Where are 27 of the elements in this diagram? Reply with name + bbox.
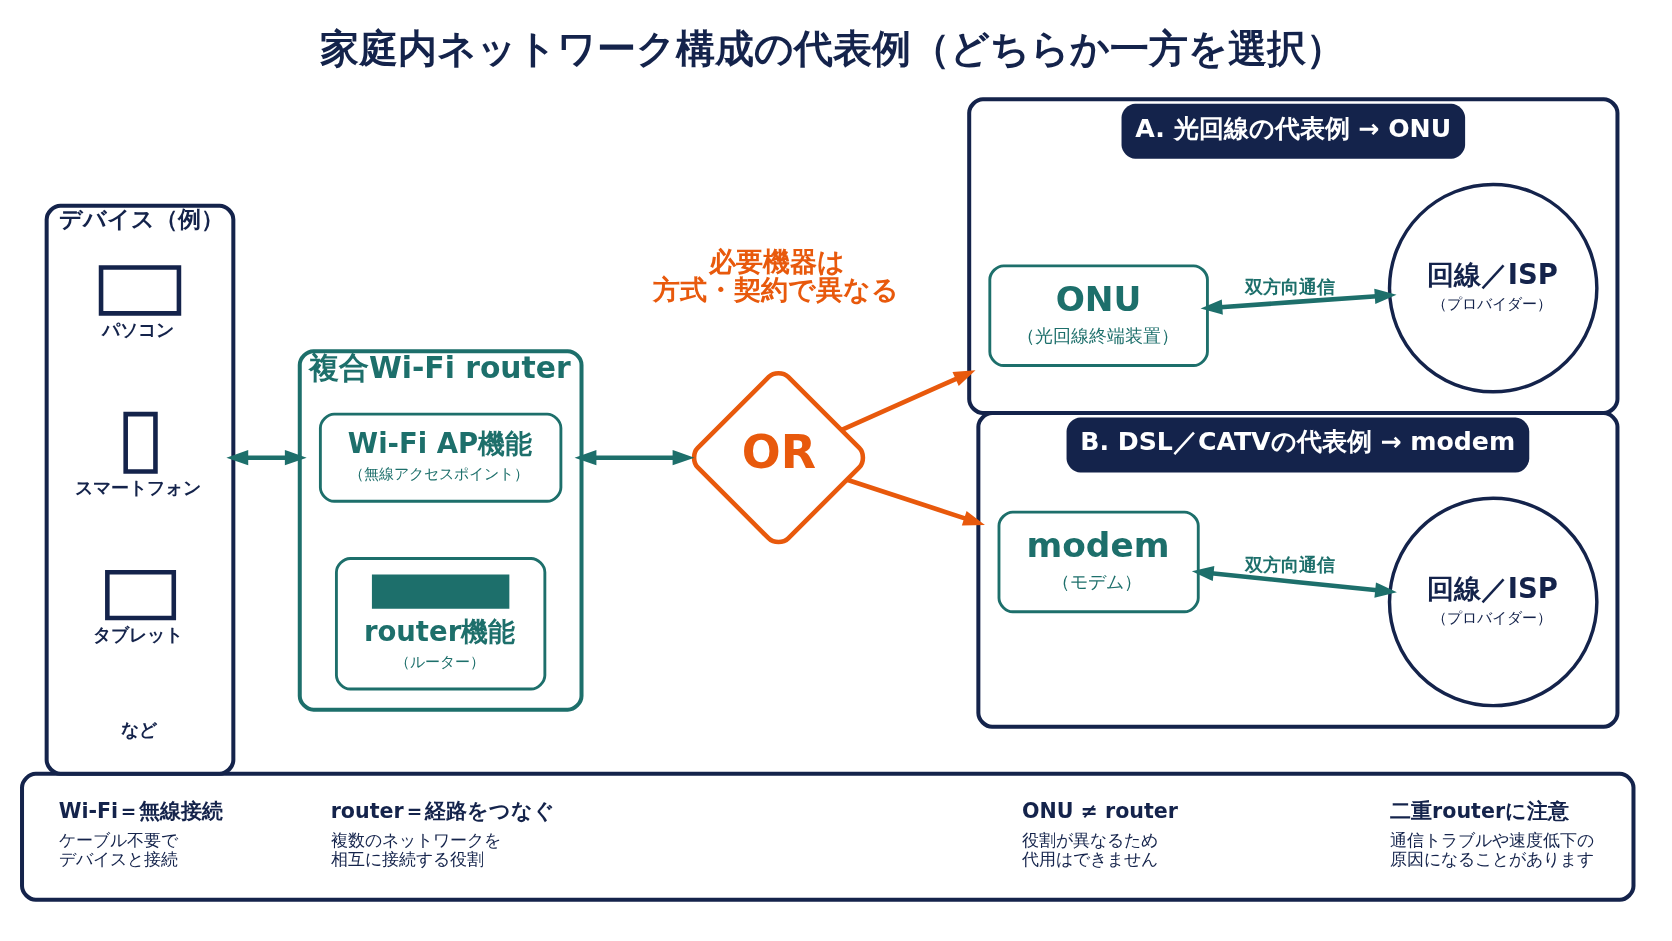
node-box: modem （モデム） (997, 510, 1200, 614)
arrow (840, 370, 976, 433)
node-circle: 回線／ISP （プロバイダー） (1387, 182, 1599, 394)
node-label: スマートフォン (74, 477, 201, 499)
arrow (226, 450, 307, 466)
arrow (574, 450, 695, 466)
arrow (846, 477, 985, 526)
node-label: タブレット (93, 623, 184, 645)
edge-label: 双方向通信 (1245, 275, 1336, 297)
node-box (105, 569, 177, 621)
node-label: パソコン (101, 319, 174, 341)
node-box: ONU （光回線終端装置） (988, 264, 1209, 367)
node-box (98, 265, 182, 316)
node-box: router機能 （ルーター） (335, 557, 547, 691)
node-text: 二重routerに注意 通信トラブルや速度低下の原因になることがあります (1390, 798, 1595, 870)
node-text: Wi-Fi＝無線接続 ケーブル不要でデバイスと接続 (58, 798, 224, 870)
edge-label: 双方向通信 (1245, 553, 1336, 575)
diagram-title: 家庭内ネットワーク構成の代表例（どちらか一方を選択） (320, 26, 1346, 72)
node-box: Wi-Fi AP機能 （無線アクセスポイント） (318, 412, 563, 503)
arrow (1191, 565, 1397, 598)
node-text: router＝経路をつなぐ 複数のネットワークを相互に接続する役割 (330, 798, 555, 870)
node-box (123, 411, 158, 474)
label: 必要機器は方式・契約で異なる (653, 245, 900, 305)
cluster (20, 771, 1636, 902)
node-circle: 回線／ISP （プロバイダー） (1387, 496, 1599, 708)
arrow (1200, 288, 1397, 315)
node-text: ONU ≠ router 役割が異なるため代用はできません (1021, 798, 1179, 870)
